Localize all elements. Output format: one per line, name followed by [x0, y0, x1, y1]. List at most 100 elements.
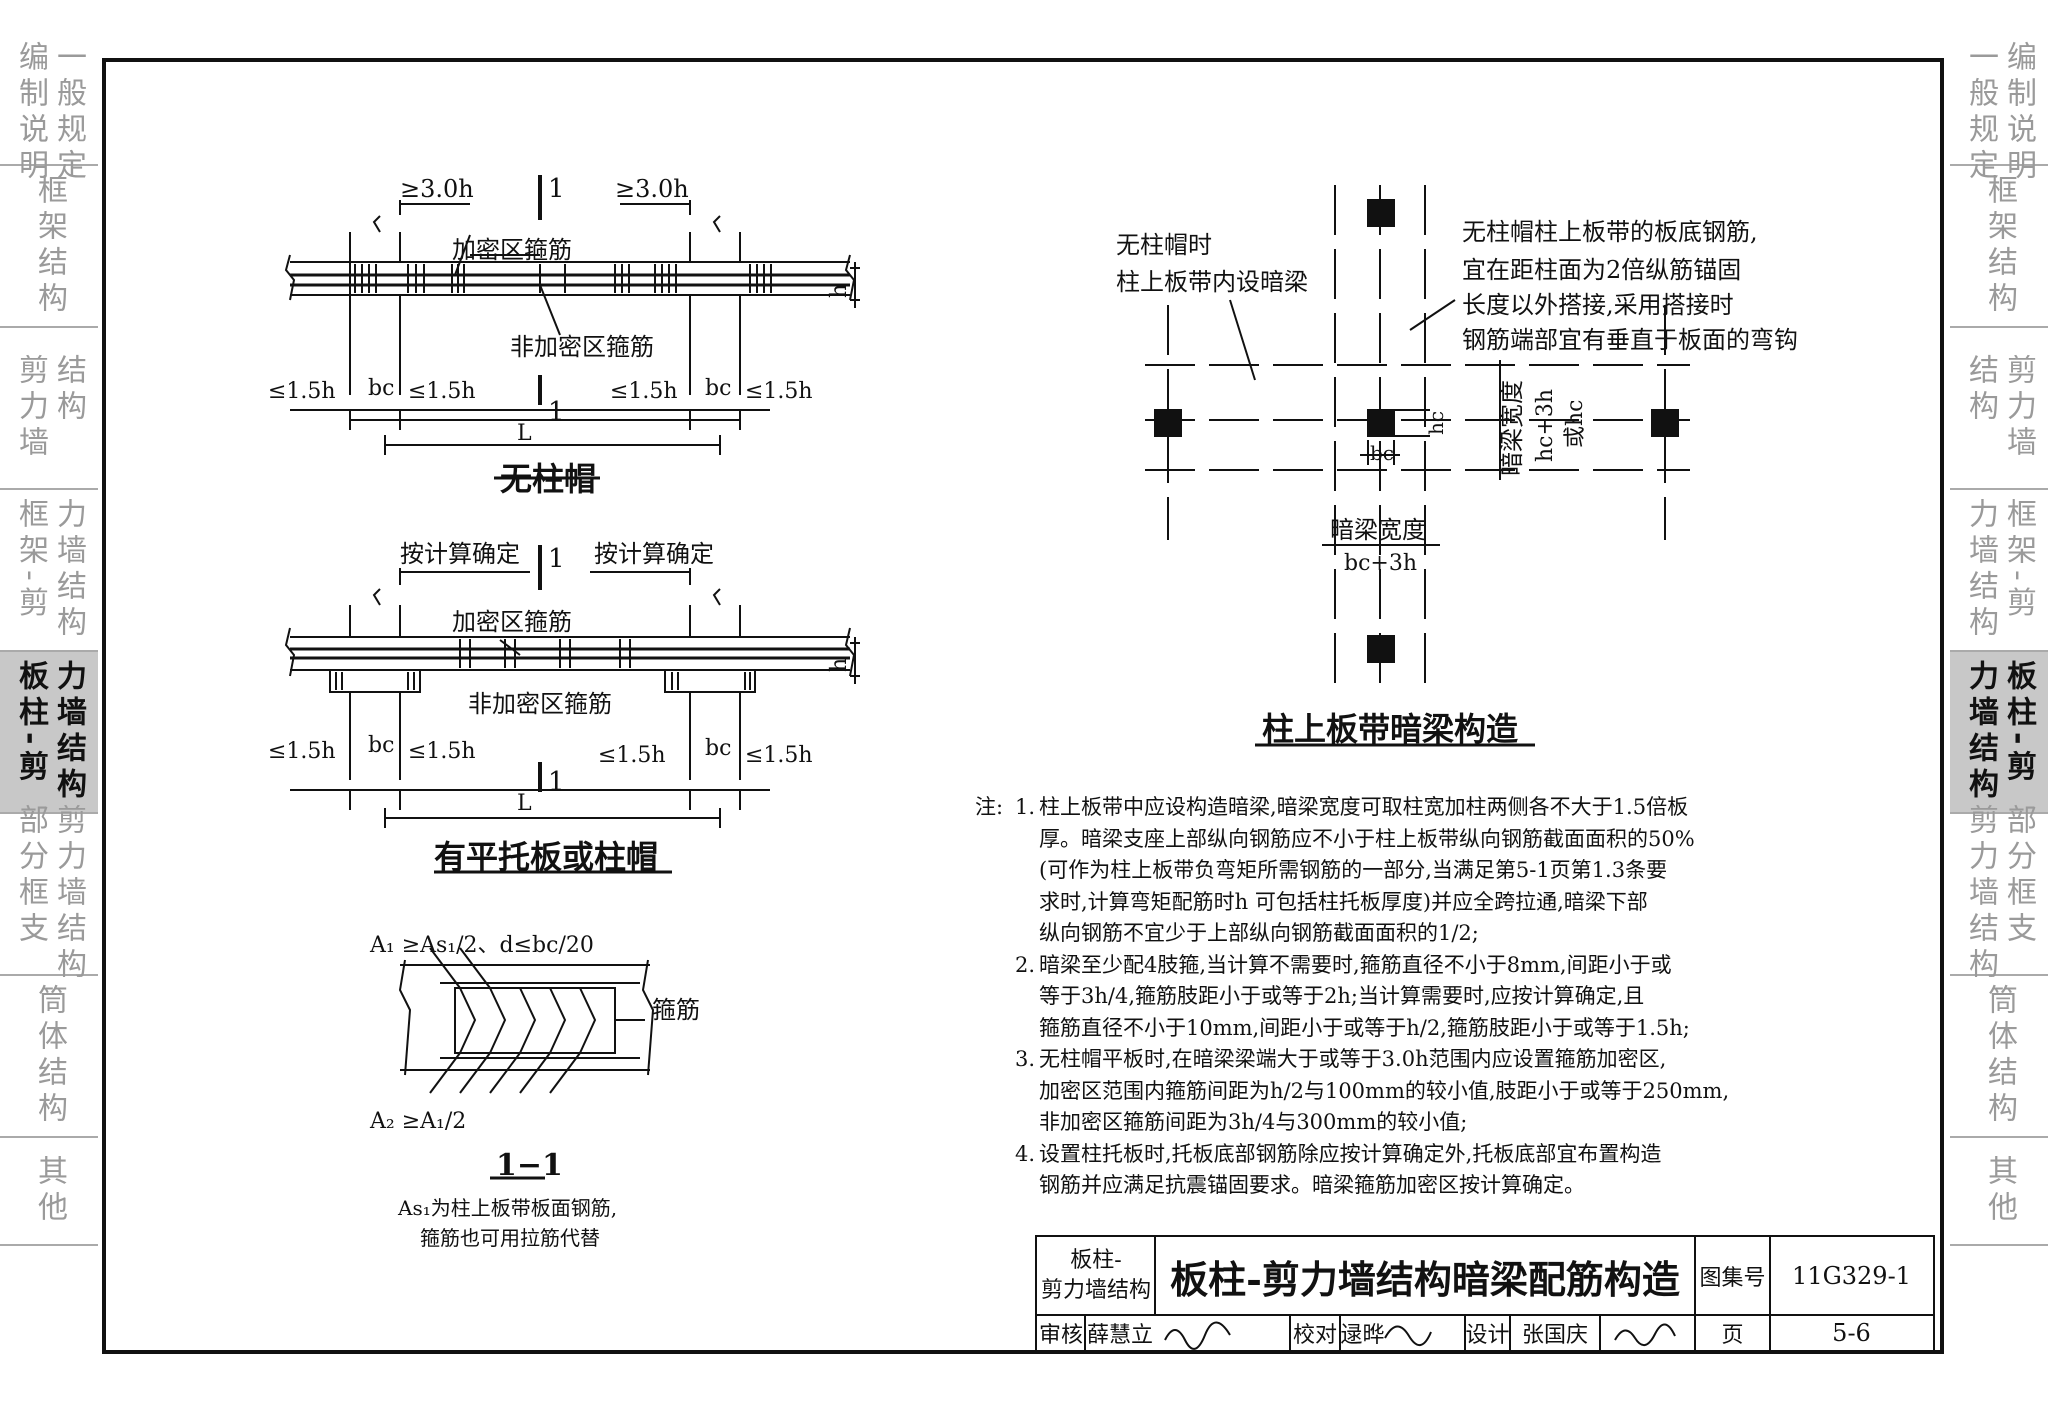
right-tab-3-line-0: 框架-剪	[2001, 498, 2036, 623]
plan-view-labels: 无柱帽时 柱上板带内设暗梁 无柱帽柱上板带的板底钢筋, 宜在距柱面为2倍纵筋锚固…	[1116, 218, 1798, 748]
plan-note-left-1: 无柱帽时	[1116, 231, 1212, 259]
note-prefix	[975, 1170, 1015, 1202]
left-tab-7[interactable]: 其他	[0, 1138, 98, 1246]
left-tab-0-line-0: 一般规定	[51, 41, 86, 185]
dim-3h-left: ≥3.0h	[400, 175, 474, 203]
right-tab-6-line-0: 筒体结构	[1982, 984, 2017, 1128]
note-3-line-3: 非加密区箍筋间距为3h/4与300mm的较小值;	[975, 1107, 1915, 1139]
dim-15h-1: ≤1.5h	[268, 379, 336, 404]
nondense-stirrup-label: 非加密区箍筋	[510, 333, 654, 361]
caption-2: 箍筋也可用拉筋代替	[420, 1226, 600, 1250]
tb-page-label: 页	[1721, 1323, 1744, 1348]
left-tab-2[interactable]: 结构剪力墙	[0, 328, 98, 490]
note-3-line-1: 3.无柱帽平板时,在暗梁梁端大于或等于3.0h范围内应设置箍筋加密区,	[975, 1044, 1915, 1076]
left-tab-3-line-1: 框架-剪	[13, 498, 48, 623]
right-tab-3[interactable]: 框架-剪力墙结构	[1950, 490, 2048, 652]
left-tab-0-line-1: 编制说明	[13, 41, 48, 185]
dense-stirrup-label-2: 加密区箍筋	[452, 608, 572, 636]
dim-15h-6: ≤1.5h	[408, 739, 476, 764]
note-number	[1015, 824, 1039, 856]
left-tab-6-line-0: 筒体结构	[32, 984, 67, 1128]
note-2-line-1: 2.暗梁至少配4肢箍,当计算不需要时,箍筋直径不小于8mm,间距小于或	[975, 950, 1915, 982]
right-tab-5[interactable]: 部分框支剪力墙结构	[1950, 804, 2048, 984]
right-tab-6[interactable]: 筒体结构	[1950, 976, 2048, 1138]
note-number	[1015, 1170, 1039, 1202]
h-label: h	[827, 284, 852, 298]
dim-15h-4: ≤1.5h	[745, 379, 813, 404]
formula-top: A₁ ≥As₁/2、d≤bc/20	[369, 933, 594, 958]
note-1-line-3: (可作为柱上板带负弯矩所需钢筋的一部分,当满足第5-1页第1.3条要	[975, 855, 1915, 887]
note-4-line-2: 钢筋并应满足抗震锚固要求。暗梁箍筋加密区按计算确定。	[975, 1170, 1915, 1202]
plan-width-value: bc+3h	[1344, 551, 1417, 576]
left-tab-5-line-0: 剪力墙结构	[51, 804, 86, 984]
left-tab-0[interactable]: 一般规定编制说明	[0, 41, 98, 185]
calc-label-left: 按计算确定	[400, 540, 520, 568]
title-block: 板柱- 剪力墙结构 板柱-剪力墙结构暗梁配筋构造 图集号 11G329-1 审核…	[1035, 1235, 1935, 1353]
section-1-1	[398, 947, 655, 1180]
plan-note-left-2: 柱上板带内设暗梁	[1116, 268, 1308, 296]
left-tab-1[interactable]: 框架结构	[0, 166, 98, 328]
drawing-frame	[102, 58, 1944, 1354]
note-1-line-4: 求时,计算弯矩配筋时h 可包括柱托板厚度)并应全跨拉通,暗梁下部	[975, 887, 1915, 919]
right-tab-4-line-1: 力墙结构	[1963, 660, 1998, 804]
note-number	[1015, 1107, 1039, 1139]
section-1-1-labels: A₁ ≥As₁/2、d≤bc/20 箍筋 A₂ ≥A₁/2 1−1 As₁为柱上…	[369, 933, 700, 1250]
signature-reviewer	[1164, 1321, 1231, 1350]
tb-design-label: 设计	[1465, 1323, 1510, 1348]
dim-15h-5: ≤1.5h	[268, 739, 336, 764]
note-prefix	[975, 1107, 1015, 1139]
tb-review-label: 审核	[1038, 1323, 1083, 1348]
note-prefix	[975, 981, 1015, 1013]
right-tab-2-line-1: 结构	[1963, 354, 1998, 426]
note-2-line-3: 箍筋直径不小于10mm,间距小于或等于h/2,箍筋肢距小于或等于1.5h;	[975, 1013, 1915, 1045]
right-tab-1[interactable]: 框架结构	[1950, 166, 2048, 328]
right-tab-4[interactable]: 板柱-剪力墙结构	[1950, 652, 2048, 814]
h-label-2: h	[827, 658, 852, 672]
left-tab-4[interactable]: 力墙结构板柱-剪	[0, 652, 98, 814]
plan-note-right-3: 长度以外搭接,采用搭接时	[1462, 291, 1734, 319]
tb-atlas-label: 图集号	[1699, 1266, 1766, 1291]
plan-note-right-4: 钢筋端部宜有垂直于板面的弯钩	[1462, 326, 1798, 354]
note-prefix	[975, 1076, 1015, 1108]
right-tab-1-line-0: 框架结构	[1982, 174, 2017, 318]
bc-right: bc	[705, 376, 731, 401]
notes-section: 注:1.柱上板带中应设构造暗梁,暗梁宽度可取柱宽加柱两侧各不大于1.5倍板厚。暗…	[975, 792, 1915, 1202]
right-tab-0[interactable]: 编制说明一般规定	[1950, 41, 2048, 185]
plan-view	[1145, 185, 1690, 747]
tb-category-2: 剪力墙结构	[1040, 1278, 1151, 1303]
right-tab-3-line-1: 力墙结构	[1963, 498, 1998, 642]
note-1-line-1: 注:1.柱上板带中应设构造暗梁,暗梁宽度可取柱宽加柱两侧各不大于1.5倍板	[975, 792, 1915, 824]
dim-15h-2: ≤1.5h	[408, 379, 476, 404]
note-4-line-1: 4.设置柱托板时,托板底部钢筋除应按计算确定外,托板底部宜布置构造	[975, 1139, 1915, 1171]
left-tab-4-line-1: 板柱-剪	[13, 660, 48, 787]
diagram1-title: 无柱帽	[500, 460, 596, 498]
bc-left: bc	[368, 376, 394, 401]
note-prefix: 注:	[975, 795, 1004, 819]
plan-title: 柱上板带暗梁构造	[1262, 710, 1518, 748]
tb-checker: 逯晔	[1340, 1323, 1385, 1348]
note-text: (可作为柱上板带负弯矩所需钢筋的一部分,当满足第5-1页第1.3条要	[1039, 858, 1668, 882]
note-text: 纵向钢筋不宜少于上部纵向钢筋截面面积的1/2;	[1039, 921, 1479, 945]
note-number	[1015, 887, 1039, 919]
note-prefix	[975, 1013, 1015, 1045]
section-mark-top-2: 1	[548, 544, 565, 574]
tb-category: 板柱- 剪力墙结构	[1037, 1237, 1155, 1315]
note-prefix	[975, 950, 1015, 982]
left-tab-3[interactable]: 力墙结构框架-剪	[0, 490, 98, 652]
note-number	[1015, 918, 1039, 950]
left-tab-1-line-0: 框架结构	[32, 174, 67, 318]
left-tab-6[interactable]: 筒体结构	[0, 976, 98, 1138]
note-1-line-2: 厚。暗梁支座上部纵向钢筋应不小于柱上板带纵向钢筋截面面积的50%	[975, 824, 1915, 856]
diagram2-title: 有平托板或柱帽	[434, 838, 658, 876]
L-label: L	[517, 421, 532, 446]
right-tab-2[interactable]: 剪力墙结构	[1950, 328, 2048, 490]
section-mark-bottom: 1	[548, 397, 565, 427]
left-tab-5[interactable]: 剪力墙结构部分框支	[0, 804, 98, 984]
right-tab-7[interactable]: 其他	[1950, 1138, 2048, 1246]
plan-note-right-1: 无柱帽柱上板带的板底钢筋,	[1462, 218, 1758, 246]
calc-label-right: 按计算确定	[594, 540, 714, 568]
note-text: 厚。暗梁支座上部纵向钢筋应不小于柱上板带纵向钢筋截面面积的50%	[1039, 826, 1695, 851]
note-number: 4.	[1015, 1141, 1036, 1166]
left-tab-5-line-1: 部分框支	[13, 804, 48, 948]
section-mark-bottom-2: 1	[548, 767, 565, 797]
